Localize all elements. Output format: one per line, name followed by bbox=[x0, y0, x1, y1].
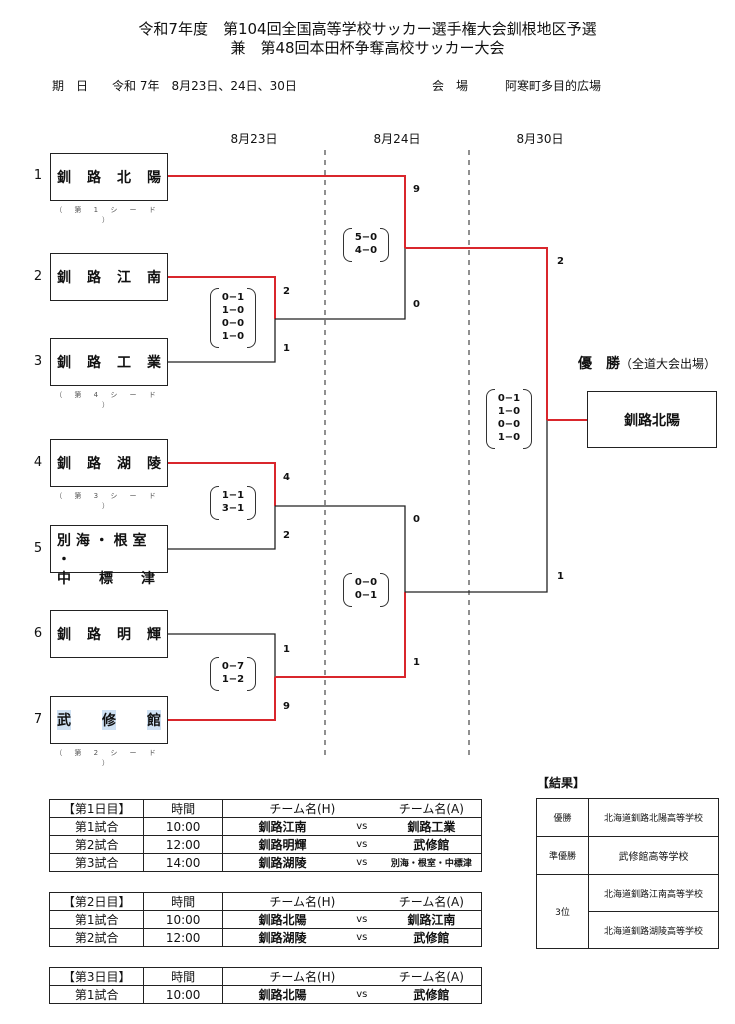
table-row: 北海道釧路湖陵高等学校 bbox=[537, 911, 719, 949]
team-number-4: 4 bbox=[33, 455, 43, 470]
champion-note: （全道大会出場） bbox=[620, 357, 717, 371]
score-bushukan: 9 bbox=[283, 701, 290, 712]
score-sf2-koryo: 0 bbox=[413, 514, 420, 525]
schedule-day-label: 【第1日目】 bbox=[48, 799, 145, 818]
score-sf1-konan: 0 bbox=[413, 299, 420, 310]
champion-box: 釧路北陽 bbox=[587, 391, 717, 448]
champion-team: 釧路北陽 bbox=[624, 412, 680, 429]
seed-label-1: （ 第 1 シ ー ド ） bbox=[55, 206, 161, 224]
line-hokuyo-final-win bbox=[405, 247, 548, 420]
table-row: 準優勝武修館高等学校 bbox=[536, 836, 719, 875]
title-line-1: 令和7年度 第104回全国高等学校サッカー選手権大会釧根地区予選 bbox=[138, 20, 597, 38]
seed-label-2: （ 第 2 シ ー ド ） bbox=[55, 749, 161, 767]
score-final-hokuyo: 2 bbox=[557, 256, 564, 267]
venue-label: 会 場 bbox=[432, 79, 469, 93]
line-betsukai-lose bbox=[168, 506, 276, 550]
table-row: 3位北海道釧路江南高等学校 bbox=[536, 874, 719, 949]
team-box-kushiro-kogyo: 釧路工業 bbox=[50, 338, 168, 386]
score-konan: 2 bbox=[283, 286, 290, 297]
score-sf1-hokuyo: 9 bbox=[413, 184, 420, 195]
bracket-lines bbox=[168, 150, 587, 755]
day-header-2: 8月24日 bbox=[373, 132, 421, 146]
score-betsukai: 2 bbox=[283, 530, 290, 541]
day-header-1: 8月23日 bbox=[230, 132, 278, 146]
line-meiki-lose bbox=[168, 633, 276, 677]
team-box-betsukai-nemuro-nakashibetsu: 別 海 ・ 根 室 ・中 標 津 bbox=[50, 525, 168, 587]
team-number-1: 1 bbox=[33, 168, 43, 183]
line-bushukan-win bbox=[168, 677, 276, 721]
line-bushukan-final-lose bbox=[405, 420, 548, 593]
venue-value: 阿寒町多目的広場 bbox=[505, 79, 602, 93]
team-number-7: 7 bbox=[33, 712, 43, 727]
results-table: 優勝北海道釧路北陽高等学校 準優勝武修館高等学校 3位北海道釧路江南高等学校 北… bbox=[536, 798, 719, 949]
champion-label: 優 勝（全道大会出場） bbox=[578, 356, 717, 372]
table-row: 優勝北海道釧路北陽高等学校 bbox=[536, 798, 719, 837]
score-meiki: 1 bbox=[283, 644, 290, 655]
line-konan-sf-lose bbox=[275, 248, 406, 320]
line-kushiro-konan-win bbox=[168, 276, 276, 319]
score-koryo: 4 bbox=[283, 472, 290, 483]
team-box-kushiro-koryo: 釧路湖陵 bbox=[50, 439, 168, 487]
line-bushukan-sf-win bbox=[275, 592, 406, 678]
schedule-day-label: 【第3日目】 bbox=[48, 967, 145, 986]
seed-label-4: （ 第 4 シ ー ド ） bbox=[55, 391, 161, 409]
line-koryo-sf-lose bbox=[275, 505, 406, 592]
seed-label-3: （ 第 3 シ ー ド ） bbox=[55, 492, 161, 510]
line-hokuyo-sf-win bbox=[168, 175, 406, 248]
period-value: 令和 7年 8月23日、24日、30日 bbox=[112, 79, 297, 93]
day-header-3: 8月30日 bbox=[516, 132, 564, 146]
score-final-bushukan: 1 bbox=[557, 571, 564, 582]
team-number-3: 3 bbox=[33, 354, 43, 369]
title-line-2: 兼 第48回本田杯争奪高校サッカー大会 bbox=[230, 39, 505, 57]
period-label: 期 日 bbox=[52, 79, 89, 93]
team-box-kushiro-hokuyo: 釧路北陽 bbox=[50, 153, 168, 201]
team-number-5: 5 bbox=[33, 541, 43, 556]
score-sf2-bushukan: 1 bbox=[413, 657, 420, 668]
schedule-day-label: 【第2日目】 bbox=[48, 892, 145, 911]
results-title: 【結果】 bbox=[537, 776, 586, 790]
line-kushiro-kogyo-lose bbox=[168, 319, 276, 363]
score-kogyo: 1 bbox=[283, 343, 290, 354]
team-box-kushiro-konan: 釧路江南 bbox=[50, 253, 168, 301]
line-koryo-win bbox=[168, 462, 276, 506]
team-number-6: 6 bbox=[33, 626, 43, 641]
team-number-2: 2 bbox=[33, 269, 43, 284]
team-box-kushiro-meiki: 釧路明輝 bbox=[50, 610, 168, 658]
team-box-bushukan: 武修館 bbox=[50, 696, 168, 744]
